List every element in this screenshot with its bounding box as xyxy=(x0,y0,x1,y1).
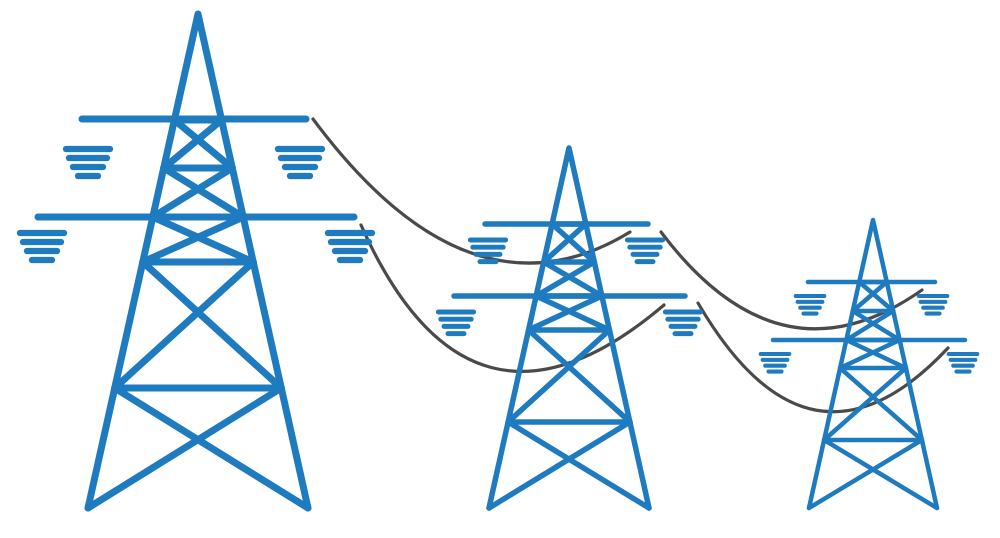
pylon-icon xyxy=(435,145,704,511)
insulator-icon xyxy=(946,351,980,374)
power-line xyxy=(696,301,950,414)
insulator-icon xyxy=(662,309,704,337)
insulator-icon xyxy=(793,293,827,316)
transmission-towers xyxy=(16,10,980,512)
pylon-icon xyxy=(16,10,376,512)
insulator-icon xyxy=(435,309,477,337)
insulator-icon xyxy=(467,237,509,265)
insulator-icon xyxy=(758,351,792,374)
insulator-icon xyxy=(62,145,114,180)
insulator-icon xyxy=(274,145,326,180)
insulator-icon xyxy=(324,229,376,264)
pylon-icon xyxy=(758,217,980,511)
insulator-icon xyxy=(916,293,950,316)
insulator-icon xyxy=(624,237,666,265)
insulator-icon xyxy=(16,229,68,264)
